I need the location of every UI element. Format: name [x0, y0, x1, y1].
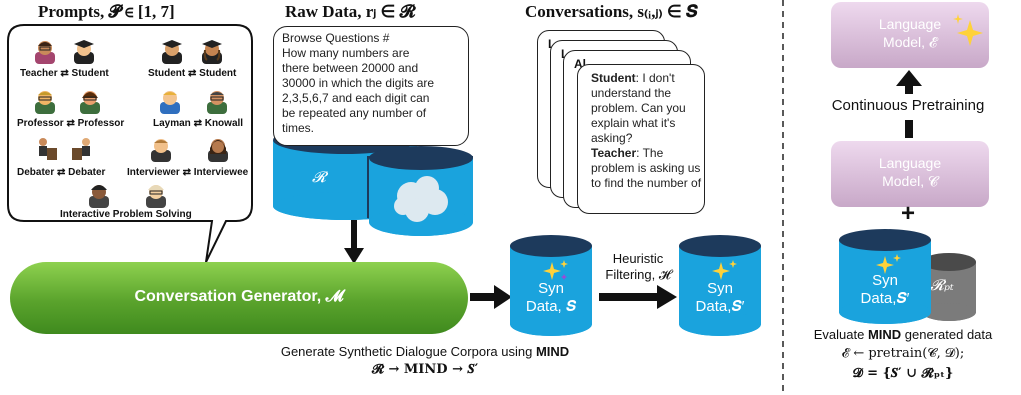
raw-line: 2,3,5,6,7 and each digit can: [282, 91, 430, 105]
syn-line: Syn: [872, 272, 898, 289]
conversations-title: Conversations, s₍ᵢ,ⱼ₎ ∈ 𝑺: [525, 2, 698, 21]
caption-text: Generate Synthetic Dialogue Corpora usin…: [280, 344, 536, 359]
pair-label: Teacher ⇄ Student: [20, 68, 109, 79]
conversation-generator-pill: Conversation Generator, 𝓜: [10, 262, 468, 334]
filter-line: Heuristic: [612, 251, 664, 266]
continuous-pretraining-label: Continuous Pretraining: [831, 97, 985, 114]
eval-bold: MIND: [867, 327, 902, 342]
problem-solver-avatar-icon: [146, 185, 166, 208]
caption-line2: 𝓡 → MIND → 𝑺′: [371, 362, 479, 377]
problem-solver-avatar-icon: [89, 185, 109, 208]
pair-label: Professor ⇄ Professor: [17, 118, 125, 129]
raw-data-title: Raw Data, rⱼ ∈ 𝓡: [285, 2, 416, 21]
utterance-line: asking?: [591, 131, 633, 145]
prompts-speech-bubble: [7, 24, 253, 263]
up-arrow-icon: [896, 70, 922, 94]
evaluate-caption: Evaluate MIND generated data: [788, 327, 1018, 342]
raw-data-cylinder-label: 𝓡: [312, 168, 327, 186]
pair-label: Interviewer ⇄ Interviewee: [127, 167, 249, 178]
syn-data-label: Syn Data,𝑺′: [677, 280, 763, 316]
r-pt-label: 𝓡ₚₜ: [930, 276, 954, 294]
debater-podium-icon: [39, 138, 57, 160]
knowall-avatar-icon: [207, 91, 227, 114]
prompts-title: Prompts, 𝓟 ∈ [1, 7]: [38, 2, 175, 21]
utterance-line: understand the: [591, 86, 672, 100]
sparkle-icon: [712, 260, 737, 280]
syn-data-cylinder: [679, 235, 761, 336]
lm-line: Model, 𝓒: [882, 173, 938, 189]
plus-sign: +: [900, 200, 915, 227]
raw-line: be repeated any number of: [282, 106, 427, 120]
lm-line: Model, 𝓔: [883, 34, 937, 50]
professor-avatar-icon: [35, 91, 55, 114]
sparkle-icon: [543, 260, 568, 280]
caption-line1: Generate Synthetic Dialogue Corpora usin…: [190, 344, 660, 359]
eval-text: generated data: [901, 327, 993, 342]
syn-data-label: Syn Data, 𝑺: [508, 280, 594, 316]
interviewer-avatar-icon: [151, 139, 171, 162]
lm-line: Language: [878, 155, 942, 171]
utterance-line: problem. Can you: [591, 101, 686, 115]
utterance-line: to find the number of: [591, 176, 702, 190]
raw-line: there between 20000 and: [282, 61, 419, 75]
raw-data-cylinders: [273, 126, 473, 236]
dashed-divider: [782, 0, 784, 395]
heuristic-filtering-label: Heuristic Filtering, 𝓗: [598, 251, 678, 283]
language-model-c-box: Language Model, 𝓒: [831, 141, 989, 207]
syn-data-cylinder: [510, 235, 592, 336]
raw-line: 30000 in which the digits are: [282, 76, 435, 90]
raw-line: Browse Questions #: [282, 31, 390, 45]
pair-label: Student ⇄ Student: [148, 68, 237, 79]
pair-label: Layman ⇄ Knowall: [153, 118, 244, 129]
caption-bold: MIND: [535, 344, 570, 359]
generator-label: Conversation Generator, 𝓜: [134, 288, 344, 305]
syn-line: Data,𝑺′: [695, 298, 745, 315]
syn-data-cylinder: [839, 229, 931, 324]
sparkle-icon: [953, 14, 983, 46]
conversation-card-front: Student: I don't understand the problem.…: [577, 64, 705, 214]
syn-line: Syn: [707, 280, 733, 297]
student-avatar-icon: [74, 40, 94, 64]
student-avatar-icon: [202, 40, 222, 64]
raw-line: How many numbers are: [282, 46, 410, 60]
formula-line1: 𝓔 ← pretrain(𝓒, 𝓓);: [841, 346, 965, 361]
language-model-e-box: Language Model, 𝓔: [831, 2, 989, 68]
utterance-line: : The: [636, 146, 664, 160]
down-arrow-icon: [344, 220, 364, 264]
formula-line2: 𝓓 = {𝑺′ ∪ 𝓡ₚₜ}: [852, 366, 954, 381]
student-avatar-icon: [162, 40, 182, 64]
r-pt-cylinder: [922, 253, 976, 321]
interviewee-avatar-icon: [208, 139, 228, 162]
syn-line: Data,𝑺′: [860, 290, 910, 307]
speaker-name: Student: [591, 71, 636, 85]
teacher-avatar-icon: [35, 41, 55, 64]
debater-podium-icon: [72, 138, 90, 160]
sparkle-icon: [876, 254, 901, 274]
raw-data-bubble: Browse Questions # How many numbers are …: [273, 26, 469, 146]
utterance-line: explain what it's: [591, 116, 676, 130]
speaker-name: Teacher: [591, 146, 637, 160]
lm-line: Language: [878, 16, 942, 32]
syn-line: Data, 𝑺: [525, 298, 577, 315]
pair-label: Debater ⇄ Debater: [17, 167, 106, 178]
syn-data-label: Syn Data,𝑺′: [837, 272, 933, 308]
utterance-line: problem is asking us: [591, 161, 701, 175]
layman-avatar-icon: [160, 91, 180, 114]
connector-bar: [905, 120, 913, 138]
eval-text: Evaluate: [813, 327, 868, 342]
right-arrow-icon: [470, 285, 512, 309]
right-arrow-icon: [599, 285, 677, 309]
syn-line: Syn: [538, 280, 564, 297]
raw-line: times.: [282, 121, 315, 135]
pair-label: Interactive Problem Solving: [60, 209, 192, 220]
filter-line: Filtering, 𝓗: [605, 267, 671, 282]
utterance-line: : I don't: [635, 71, 675, 85]
professor-avatar-icon: [80, 91, 100, 114]
